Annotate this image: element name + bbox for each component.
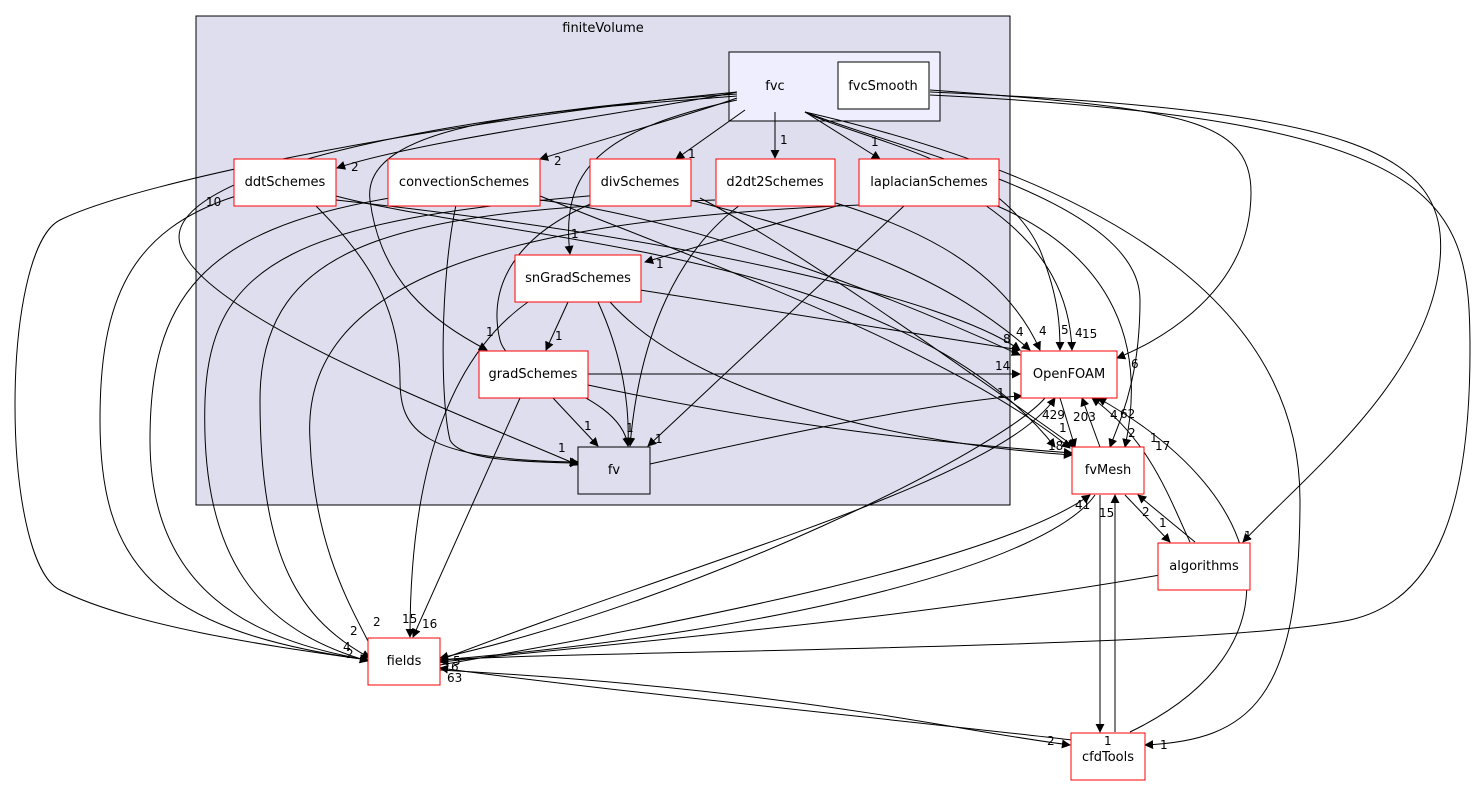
edge-label: 16 (422, 617, 437, 631)
edge-label: 1 (871, 135, 879, 149)
edge-label: 1 (558, 441, 566, 455)
cluster-title: finiteVolume (562, 21, 644, 36)
edge-label: 2 (1047, 734, 1055, 748)
node-fv-label: fv (608, 463, 621, 478)
edge-label: 4 (1075, 326, 1083, 340)
edge-label: 10 (206, 195, 221, 209)
node-gradschemes[interactable]: gradSchemes (478, 350, 589, 399)
edge-label: 5 (1061, 323, 1069, 337)
node-divschemes-label: divSchemes (601, 175, 680, 190)
edge-label: 14 (995, 359, 1010, 373)
edge-label: 1 (997, 386, 1005, 400)
edge-label: 2 (554, 154, 562, 168)
edge-label: 1 (584, 419, 592, 433)
edge-label: 1 (1159, 516, 1167, 530)
node-ddtschemes[interactable]: ddtSchemes (233, 158, 337, 207)
node-fields[interactable]: fields (367, 637, 441, 686)
node-ddtschemes-label: ddtSchemes (245, 175, 326, 190)
edge-label: 1 (555, 329, 563, 343)
node-fields-label: fields (387, 654, 422, 669)
node-gradschemes-label: gradSchemes (489, 367, 578, 382)
edge-label: 4 (1016, 325, 1024, 339)
node-fvmesh[interactable]: fvMesh (1071, 446, 1145, 495)
edge-label: 1 (656, 257, 664, 271)
edge-label: 1 (1160, 738, 1168, 752)
edge-label: 41 (1075, 498, 1090, 512)
edge-label: 1 (1244, 529, 1252, 543)
edge-label: 15 (402, 612, 417, 626)
node-sngradschemes[interactable]: snGradSchemes (514, 254, 642, 303)
node-cfdtools-label: cfdTools (1082, 750, 1134, 765)
edge-label: 1 (1059, 421, 1067, 435)
node-fvmesh-label: fvMesh (1085, 463, 1132, 478)
node-fvc-label: fvc (765, 79, 784, 94)
edge-label: 2 (1128, 426, 1136, 440)
edge-label: 18 (1048, 439, 1063, 453)
node-convectionschemes-label: convectionSchemes (399, 175, 529, 190)
node-algorithms-label: algorithms (1169, 559, 1239, 574)
node-openfoam[interactable]: OpenFOAM (1020, 350, 1118, 399)
edge-label: 1 (571, 227, 579, 241)
node-cfdtools[interactable]: cfdTools (1070, 732, 1146, 781)
node-divschemes[interactable]: divSchemes (589, 158, 692, 207)
node-d2dt2schemes-label: d2dt2Schemes (726, 175, 823, 190)
edge-label: 2 (350, 624, 358, 638)
node-fv[interactable]: fv (577, 446, 651, 495)
edge-label: 1 (780, 133, 788, 147)
edge-label: 1 (688, 147, 696, 161)
edge-label: 6 (451, 660, 459, 674)
edge-label: 1 (1150, 431, 1158, 445)
node-sngradschemes-label: snGradSchemes (525, 271, 631, 286)
edge-label: 15 (1099, 506, 1114, 520)
node-laplacianschemes-label: laplacianSchemes (870, 175, 988, 190)
node-algorithms[interactable]: algorithms (1157, 542, 1251, 591)
edges (14, 89, 1471, 750)
edge-label: 4 (1039, 324, 1047, 338)
edge-label: 1 (486, 325, 494, 339)
edge-label: 2 (351, 160, 359, 174)
edge-label: 8 (1003, 332, 1011, 346)
edge-label: 2 (373, 615, 381, 629)
edge-label: 1 (1104, 734, 1112, 748)
edge-label: 429 (1042, 408, 1065, 422)
edge-label: 2 (1142, 505, 1150, 519)
edge-label: 15 (1082, 327, 1097, 341)
edge-label: 5 (453, 654, 461, 668)
edge-label: 1 (655, 432, 663, 446)
edge-label: 203 (1073, 410, 1096, 424)
edge-label: 17 (1155, 439, 1170, 453)
node-laplacianschemes[interactable]: laplacianSchemes (858, 158, 1000, 207)
edge-label: 4 (1110, 408, 1118, 422)
edge-label: 1 (626, 421, 634, 435)
edge-label: 6 (1131, 357, 1139, 371)
node-openfoam-label: OpenFOAM (1033, 367, 1105, 382)
node-d2dt2schemes[interactable]: d2dt2Schemes (715, 158, 836, 207)
node-fvcsmooth[interactable]: fvcSmooth (837, 61, 930, 110)
edge-label: 62 (1120, 407, 1135, 421)
edge-label: 4 (343, 640, 351, 654)
edge-label: 2 (346, 647, 354, 661)
node-fvcsmooth-label: fvcSmooth (848, 79, 918, 94)
edge-labels: 2 2 1 1 1 1 1 1 10 2 1 1 1 1 1 8 4 4 5 4… (206, 133, 1252, 752)
node-convectionschemes[interactable]: convectionSchemes (387, 158, 541, 207)
edge-label: 63 (447, 671, 462, 685)
